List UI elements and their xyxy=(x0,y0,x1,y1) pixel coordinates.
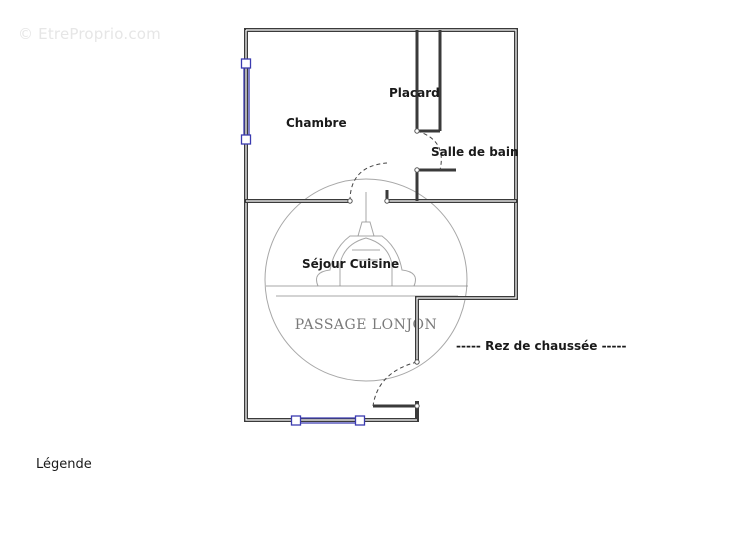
room-label-placard: Placard xyxy=(389,86,440,100)
door-chambre xyxy=(349,162,388,202)
room-label-sejour-cuisine: Séjour Cuisine xyxy=(302,257,399,271)
room-label-salle-de-bain: Salle de bain xyxy=(431,145,519,159)
door-entrance xyxy=(372,361,418,407)
walls xyxy=(244,28,518,422)
window-sejour xyxy=(290,415,366,426)
room-label-chambre: Chambre xyxy=(286,116,347,130)
site-watermark: © EtreProprio.com xyxy=(18,25,161,43)
agency-watermark-text: PASSAGE LONJON xyxy=(295,317,438,333)
level-label: ----- Rez de chaussée ----- xyxy=(456,339,627,353)
agency-watermark-logo: PASSAGE LONJON xyxy=(264,178,468,382)
window-chambre xyxy=(240,58,252,145)
legend-label: Légende xyxy=(36,457,92,472)
